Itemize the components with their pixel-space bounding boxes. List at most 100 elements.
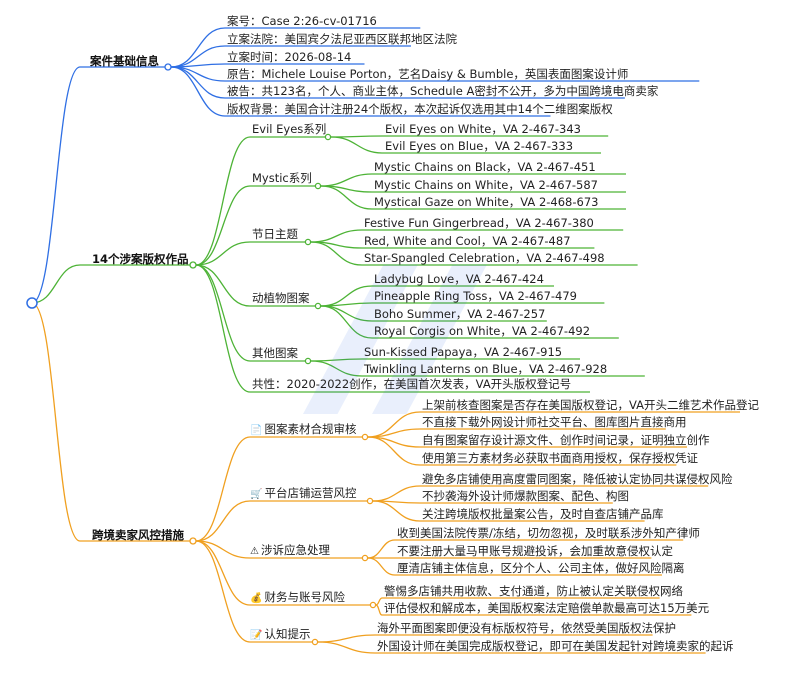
expand-toggle-works[interactable] [189,261,197,269]
work-item[interactable]: Royal Corgis on White，VA 2-467-492 [374,324,591,338]
leaf-line-works [320,305,373,339]
work-item[interactable]: Mystical Gaze on White，VA 2-468-673 [374,195,599,209]
leaf-line-works [310,229,363,243]
leaf-line-works [320,185,373,210]
leaf-line-works [310,241,363,266]
risk-item[interactable]: 不要注册大量马甲账号规避投诉，会加重故意侵权认定 [397,544,673,558]
risk-group-3[interactable]: 💰财务与账号风险 [250,590,345,604]
risk-item[interactable]: 警惕多店铺共用收款、支付通道，防止被认定关联侵权网络 [384,584,683,598]
risk-group-1[interactable]: 🛒平台店铺运营风控 [250,486,357,500]
risk-group-4[interactable]: 📝认知提示 [250,627,311,641]
leaf-line-basic [170,66,226,117]
work-item[interactable]: Evil Eyes on Blue，VA 2-467-333 [385,139,574,153]
leaf-line-works [320,302,373,307]
work-item[interactable]: Festive Fun Gingerbread，VA 2-467-380 [364,216,594,230]
leaf-line-risk [372,485,421,502]
leaf-line-risk [375,597,383,606]
basic-info-item[interactable]: 版权背景：美国合计注册24个版权，本次起诉仅选用其中14个二维图案版权 [227,102,613,116]
risk-item[interactable]: 不抄袭海外设计师爆款图案、配色、构图 [422,489,629,503]
memo-icon: 📝 [250,630,263,641]
leaf-line-risk [367,539,396,559]
leaf-line-basic [170,27,226,68]
work-item[interactable]: Red, White and Cool，VA 2-467-487 [364,234,571,248]
leaf-line-risk [375,604,383,616]
works-group-4[interactable]: 其他图案 [252,346,298,360]
basic-info-item[interactable]: 立案法院：美国宾夕法尼亚西区联邦地区法院 [227,32,457,46]
risk-item[interactable]: 上架前核查图案是否存在美国版权登记，VA开头二维艺术作品登记 [422,398,759,412]
works-common-note[interactable]: 共性：2020-2022创作，在美国首次发表，VA开头版权登记号 [252,377,572,391]
risk-group-0[interactable]: 📄图案素材合规审核 [250,422,357,436]
group-line-works [195,185,251,266]
branch-works[interactable]: 14个涉案版权作品 [92,252,189,266]
work-item[interactable]: Star-Spangled Celebration，VA 2-467-498 [364,251,605,265]
leaf-line-works [320,305,373,322]
group-line-works [195,264,251,307]
leaf-line-basic [170,66,226,99]
expand-toggle-risk-group[interactable] [361,554,369,562]
risk-item[interactable]: 不直接下载外网设计师社交平台、图库图片直接商用 [422,415,687,429]
risk-item[interactable]: 避免多店铺使用高度雷同图案，降低被认定协同共谋侵权风险 [422,472,733,486]
risk-group-2[interactable]: ⚠涉诉应急处理 [250,543,330,557]
leaf-line-works [310,358,363,362]
leaf-line-works [310,360,363,377]
group-line-works [195,264,251,362]
basic-info-item[interactable]: 被告：共123名，个人、商业主体，Schedule A密封不公开，多为中国跨境电… [227,84,659,98]
leaf-line-risk [317,634,376,643]
money-bag-icon: 💰 [250,593,263,604]
leaf-line-risk [317,641,376,654]
group-line-risk [195,500,251,542]
works-group-1[interactable]: Mystic系列 [252,171,312,185]
leaf-line-works [320,173,373,187]
alert-icon: ⚠ [250,546,259,557]
leaf-line-risk [372,500,421,522]
expand-toggle-works-group[interactable] [314,182,322,190]
branch-risk[interactable]: 跨境卖家风控措施 [92,528,184,542]
risk-item[interactable]: 使用第三方素材务必获取书面商用授权，保存授权凭证 [422,451,698,465]
branch-line-basic [31,66,81,304]
basic-info-item[interactable]: 案号：Case 2:26-cv-01716 [227,14,377,28]
work-item[interactable]: Boho Summer，VA 2-467-257 [374,307,546,321]
expand-toggle-risk-group[interactable] [361,433,369,441]
work-item[interactable]: Evil Eyes on White，VA 2-467-343 [385,122,581,136]
work-item[interactable]: Pineapple Ring Toss，VA 2-467-479 [374,289,578,303]
expand-toggle-works-group[interactable] [304,238,312,246]
expand-toggle-risk-group[interactable] [366,497,374,505]
work-item[interactable]: Mystic Chains on White，VA 2-467-587 [374,178,598,192]
risk-item[interactable]: 海外平面图案即便没有标版权符号，依然受美国版权法保护 [377,621,676,635]
group-line-risk [195,540,251,559]
circle-node-icon[interactable] [26,297,38,309]
leaf-line-risk [367,436,421,466]
works-group-3[interactable]: 动植物图案 [252,291,310,305]
group-line-works [195,136,251,266]
expand-toggle-works-group[interactable] [324,133,332,141]
group-line-risk [195,436,251,542]
risk-item[interactable]: 收到美国法院传票/冻结，切勿忽视，及时联系涉外知产律师 [397,526,700,540]
leaf-line-works [330,135,384,138]
leaf-line-risk [367,557,396,576]
work-item[interactable]: Ladybug Love，VA 2-467-424 [374,272,544,286]
note-line-works [195,264,251,393]
works-group-0[interactable]: Evil Eyes系列 [252,122,327,136]
expand-toggle-works-group[interactable] [304,357,312,365]
work-item[interactable]: Sun-Kissed Papaya，VA 2-467-915 [364,345,563,359]
expand-toggle-risk[interactable] [189,537,197,545]
basic-info-item[interactable]: 原告：Michele Louise Porton，艺名Daisy & Bumbl… [227,67,629,81]
branch-line-works [31,264,81,304]
expand-toggle-risk-group[interactable] [369,601,377,609]
risk-item[interactable]: 外国设计师在美国完成版权登记，即可在美国发起针对跨境卖家的起诉 [377,639,734,653]
risk-item[interactable]: 自有图案留存设计源文件、创作时间记录，证明独立创作 [422,433,710,447]
expand-toggle-works-group[interactable] [314,302,322,310]
group-line-risk [195,540,251,643]
work-item[interactable]: Mystic Chains on Black，VA 2-467-451 [374,160,596,174]
branch-basic-info[interactable]: 案件基础信息 [90,54,159,68]
risk-item[interactable]: 关注跨境版权批量案公告，及时自查店铺产品库 [422,507,664,521]
shopping-cart-icon: 🛒 [250,489,263,500]
expand-toggle-basic[interactable] [164,63,172,71]
risk-item[interactable]: 厘清店铺主体信息，区分个人、公司主体，做好风险隔离 [397,561,685,575]
expand-toggle-risk-group[interactable] [311,638,319,646]
works-group-2[interactable]: 节日主题 [252,227,298,241]
basic-info-item[interactable]: 立案时间：2026-08-14 [227,50,352,64]
risk-item[interactable]: 评估侵权和解成本，美国版权案法定赔偿单款最高可达15万美元 [384,601,710,615]
branch-line-risk [31,302,81,542]
work-item[interactable]: Twinkling Lanterns on Blue，VA 2-467-928 [364,362,608,376]
